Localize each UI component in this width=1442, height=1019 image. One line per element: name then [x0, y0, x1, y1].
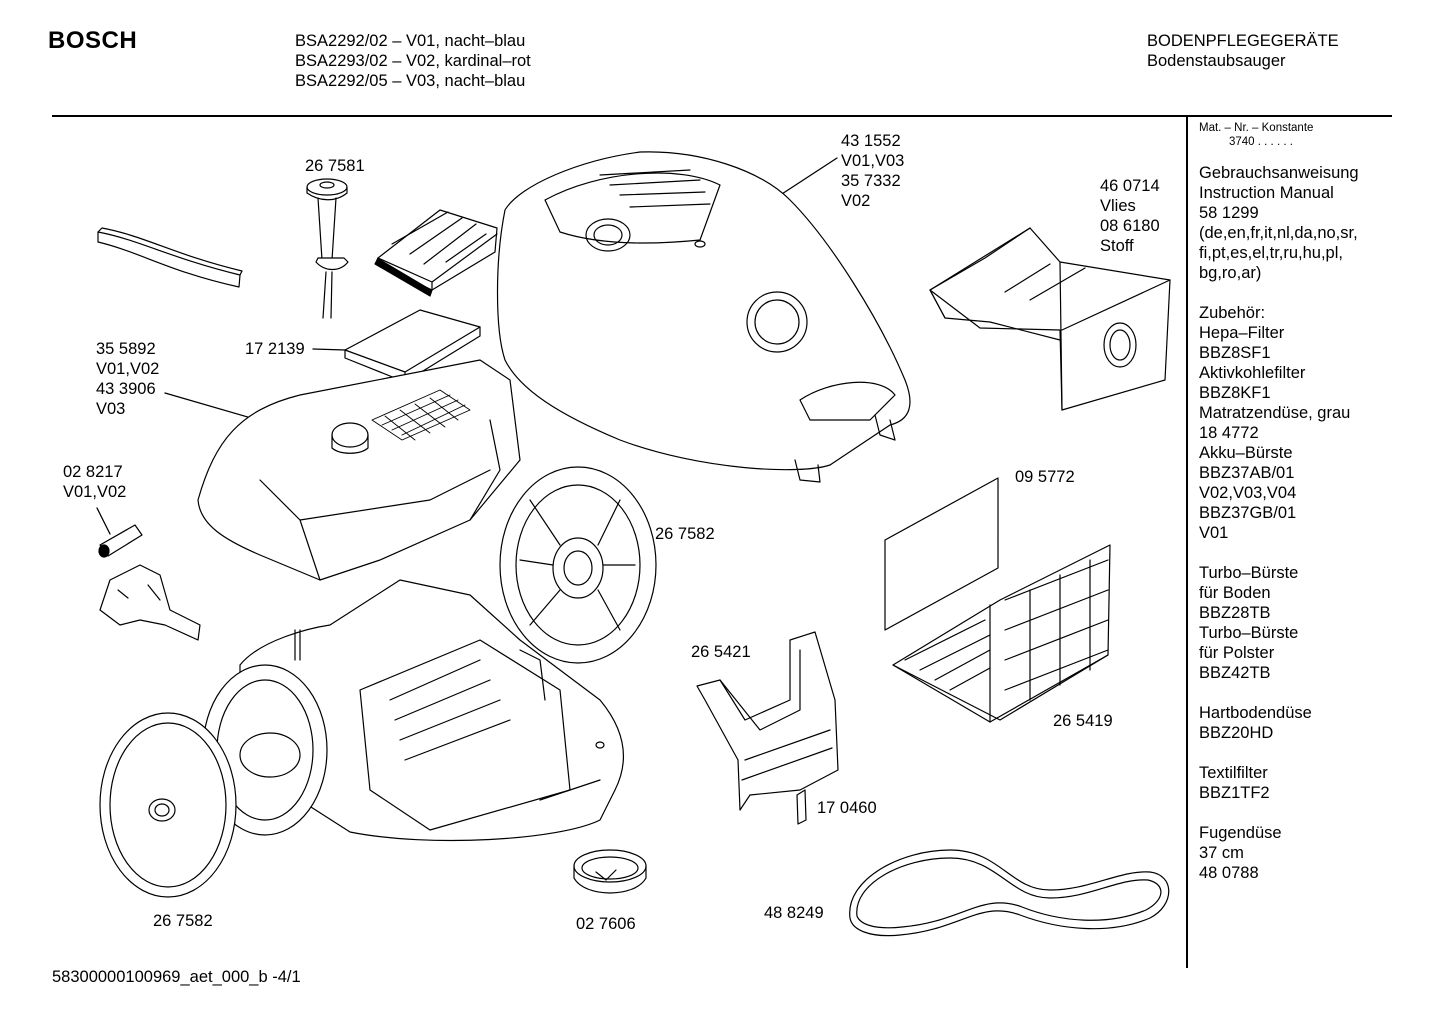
model-line: BSA2292/05 – V03, nacht–blau: [295, 72, 526, 90]
filter-sheet-part: [885, 478, 998, 630]
part-number-488249: 48 8249: [764, 904, 824, 922]
turbo-brush-block: Turbo–Bürste für Boden BBZ28TB Turbo–Bür…: [1199, 564, 1299, 682]
hard-floor-block: Hartbodendüse BBZ20HD: [1199, 704, 1312, 742]
accessories-block: Zubehör: Hepa–Filter BBZ8SF1 Aktivkohlef…: [1199, 304, 1351, 542]
part-number-027606: 02 7606: [576, 915, 636, 933]
constant-value: 3740 . . . . . .: [1229, 136, 1293, 148]
textile-filter-block: Textilfilter BBZ1TF2: [1199, 764, 1270, 802]
battery-part: [99, 525, 142, 557]
sidebar-divider: [1186, 116, 1188, 968]
motor-filter-cassette-part: [375, 210, 497, 296]
clip-bracket-part: [100, 565, 200, 640]
part-number-431552: 43 1552 V01,V03 35 7332 V02: [841, 132, 905, 210]
constant-label: Mat. – Nr. – Konstante: [1199, 122, 1314, 134]
header-divider: [52, 115, 1392, 117]
model-line: BSA2293/02 – V02, kardinal–rot: [295, 52, 531, 70]
filter-spindle-part: [307, 179, 348, 318]
part-number-355892: 35 5892 V01,V02 43 3906 V03: [96, 340, 160, 418]
part-number-265419: 26 5419: [1053, 712, 1113, 730]
small-filter-part: [797, 790, 806, 824]
part-number-265421: 26 5421: [691, 643, 751, 661]
part-number-267581: 26 7581: [305, 157, 365, 175]
model-list: BSA2292/02 – V01, nacht–blau BSA2293/02 …: [295, 31, 531, 91]
side-wheel-part: [100, 713, 236, 897]
filter-grid-part: [893, 545, 1110, 722]
fan-wheel-part: [500, 467, 656, 663]
cord-reel-cap-part: [574, 850, 646, 893]
upper-housing-part: [198, 360, 520, 580]
accessories-sidebar: Mat. – Nr. – Konstante 3740 . . . . . . …: [1199, 121, 1389, 883]
seal-strip-part: [98, 228, 242, 287]
manual-block: Gebrauchsanweisung Instruction Manual 58…: [1199, 164, 1359, 282]
dust-bag-part: [930, 228, 1170, 410]
part-number-170460: 17 0460: [817, 799, 877, 817]
part-number-267582-wheel: 26 7582: [153, 912, 213, 930]
part-number-460714: 46 0714 Vlies 08 6180 Stoff: [1100, 177, 1160, 255]
part-number-267582-fan: 26 7582: [655, 525, 715, 543]
drive-belt-part: [850, 850, 1169, 936]
category-subtitle: Bodenstaubsauger: [1147, 52, 1286, 70]
top-cover-part: [498, 152, 911, 482]
category-block: BODENPFLEGEGERÄTE Bodenstaubsauger: [1147, 31, 1339, 71]
part-number-095772: 09 5772: [1015, 468, 1075, 486]
crevice-tool-block: Fugendüse 37 cm 48 0788: [1199, 824, 1282, 882]
document-id: 58300000100969_aet_000_b -4/1: [52, 968, 301, 986]
model-line: BSA2292/02 – V01, nacht–blau: [295, 32, 526, 50]
chassis-part: [240, 580, 623, 841]
category-title: BODENPFLEGEGERÄTE: [1147, 32, 1339, 50]
bag-holder-frame-part: [697, 632, 838, 810]
brand-logo: BOSCH: [48, 27, 138, 54]
part-number-172139: 17 2139: [245, 340, 305, 358]
part-number-028217: 02 8217 V01,V02: [63, 463, 127, 501]
